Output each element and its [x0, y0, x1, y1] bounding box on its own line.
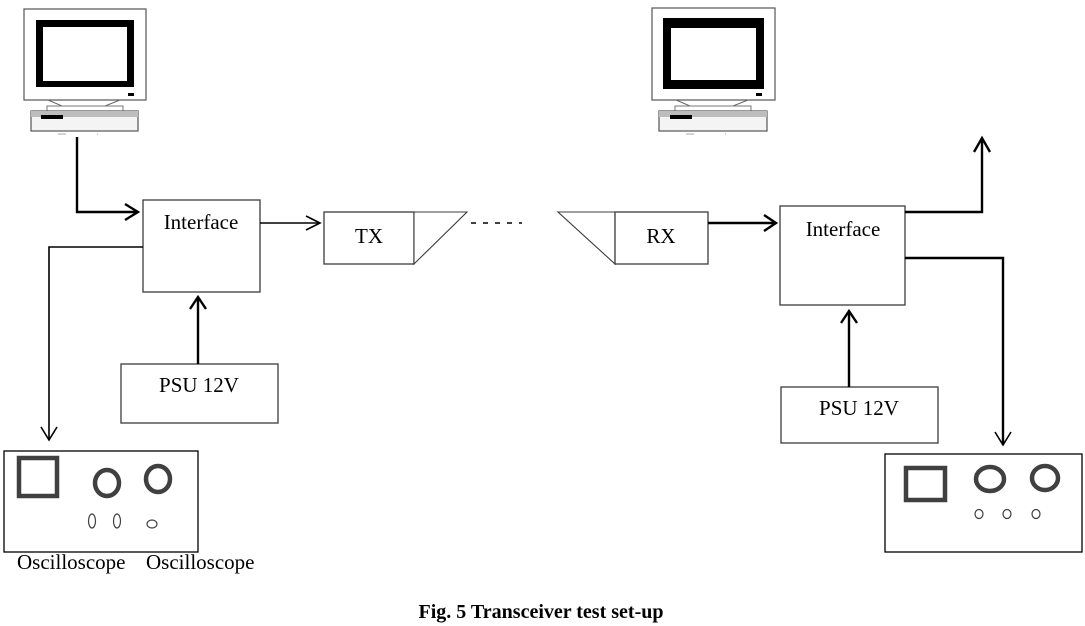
oscilloscope-label-2: Oscilloscope — [146, 550, 254, 574]
wire-interface-to-oscilloscope-tx — [48, 246, 143, 440]
computer-icon-left — [23, 8, 147, 135]
rx-box — [614, 211, 709, 265]
psu-label-tx: PSU 12V — [159, 373, 239, 397]
psu-box-rx — [780, 386, 939, 444]
wire-computer-to-interface-tx — [75, 137, 138, 214]
psu-label-rx: PSU 12V — [819, 396, 899, 420]
arrowhead-icon — [189, 294, 207, 310]
interface-box-tx — [142, 199, 261, 293]
interface-label-tx: Interface — [164, 210, 239, 234]
arrowhead-icon — [994, 431, 1012, 447]
arrowhead-icon — [840, 308, 858, 324]
arrowhead-icon — [763, 214, 779, 232]
oscilloscope-icon-right — [884, 453, 1083, 553]
wire-interface-to-oscilloscope-rx — [905, 256, 1005, 445]
arrowhead-icon — [124, 202, 141, 222]
rx-antenna-wedge — [556, 211, 616, 266]
tx-antenna-wedge — [413, 211, 469, 266]
arrowhead-icon — [40, 426, 58, 442]
tx-box — [323, 211, 415, 265]
wire-interface-to-output — [905, 138, 984, 214]
figure-caption: Fig. 5 Transceiver test set-up — [419, 601, 664, 623]
arrowhead-icon — [972, 135, 992, 153]
oscilloscope-label-1: Oscilloscope — [17, 550, 125, 574]
computer-icon-right — [651, 7, 776, 135]
tx-label: TX — [355, 224, 383, 248]
interface-box-rx — [779, 205, 906, 306]
interface-label-rx: Interface — [806, 217, 881, 241]
arrowhead-icon — [305, 215, 322, 231]
oscilloscope-icon-left — [3, 450, 199, 553]
psu-box-tx — [120, 363, 279, 424]
rx-label: RX — [646, 224, 675, 248]
